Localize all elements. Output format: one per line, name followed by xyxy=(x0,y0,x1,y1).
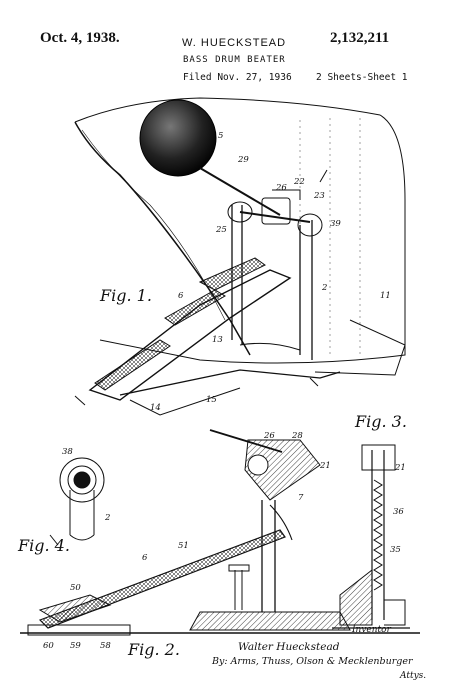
inventor-header: W. HUECKSTEAD xyxy=(182,37,287,49)
svg-text:60: 60 xyxy=(43,641,54,651)
svg-text:50: 50 xyxy=(70,583,81,593)
attorneys-label: Attys. xyxy=(400,671,427,681)
patent-title: BASS DRUM BEATER xyxy=(183,55,286,65)
svg-text:22: 22 xyxy=(293,177,305,187)
svg-text:39: 39 xyxy=(330,219,341,229)
svg-text:35: 35 xyxy=(390,545,401,555)
figure-1-drawing xyxy=(74,97,406,416)
fig-2-label: Fig. 2. xyxy=(128,640,180,659)
filed-date: Filed Nov. 27, 1936 xyxy=(183,72,292,83)
figure-4-drawing xyxy=(49,457,105,546)
inventor-signature: Walter Hueckstead xyxy=(238,641,340,653)
reference-numerals: 5 29 26 22 23 39 25 2 11 6 13 15 14 26 2… xyxy=(43,131,406,651)
svg-text:13: 13 xyxy=(212,335,223,345)
drum-shell xyxy=(74,97,406,364)
svg-text:26: 26 xyxy=(263,431,275,441)
svg-text:6: 6 xyxy=(178,291,184,301)
patent-date: Oct. 4, 1938. xyxy=(40,30,120,46)
fig-1-label: Fig. 1. xyxy=(100,286,152,305)
svg-text:29: 29 xyxy=(237,155,249,165)
fig-3-label: Fig. 3. xyxy=(355,412,407,431)
right-post xyxy=(299,220,313,360)
patent-number: 2,132,211 xyxy=(330,30,390,46)
svg-text:11: 11 xyxy=(380,291,391,301)
svg-text:25: 25 xyxy=(215,225,227,235)
fig-4-label: Fig. 4. xyxy=(18,536,70,555)
svg-text:58: 58 xyxy=(100,641,111,651)
svg-text:38: 38 xyxy=(62,447,73,457)
svg-text:2: 2 xyxy=(321,283,327,293)
svg-text:14: 14 xyxy=(150,403,161,413)
svg-text:23: 23 xyxy=(313,191,325,201)
svg-text:51: 51 xyxy=(178,541,189,551)
svg-text:15: 15 xyxy=(206,395,217,405)
svg-text:59: 59 xyxy=(70,641,81,651)
figure-2-drawing xyxy=(20,429,420,636)
svg-text:2: 2 xyxy=(104,513,110,523)
hub-section xyxy=(244,439,321,501)
beater-rod xyxy=(199,167,281,216)
figure-3-drawing xyxy=(332,444,410,629)
svg-text:26: 26 xyxy=(275,183,287,193)
svg-text:6: 6 xyxy=(142,553,148,563)
spring-coil xyxy=(373,479,383,591)
svg-text:5: 5 xyxy=(218,131,223,141)
hub xyxy=(261,197,291,225)
beater-ball xyxy=(139,99,217,177)
base-2 xyxy=(189,611,351,631)
axle xyxy=(239,211,311,223)
svg-text:28: 28 xyxy=(291,431,303,441)
svg-text:36: 36 xyxy=(393,507,404,517)
upright-2 xyxy=(261,500,276,612)
inventor-label: Inventor xyxy=(352,625,391,635)
base-frame xyxy=(119,369,341,396)
svg-text:21: 21 xyxy=(319,461,331,471)
attorneys-signature: By: Arms, Thuss, Olson & Mecklenburger xyxy=(212,656,413,667)
svg-text:21: 21 xyxy=(394,463,406,473)
sheet-count: 2 Sheets-Sheet 1 xyxy=(316,72,408,83)
svg-text:7: 7 xyxy=(298,493,304,503)
